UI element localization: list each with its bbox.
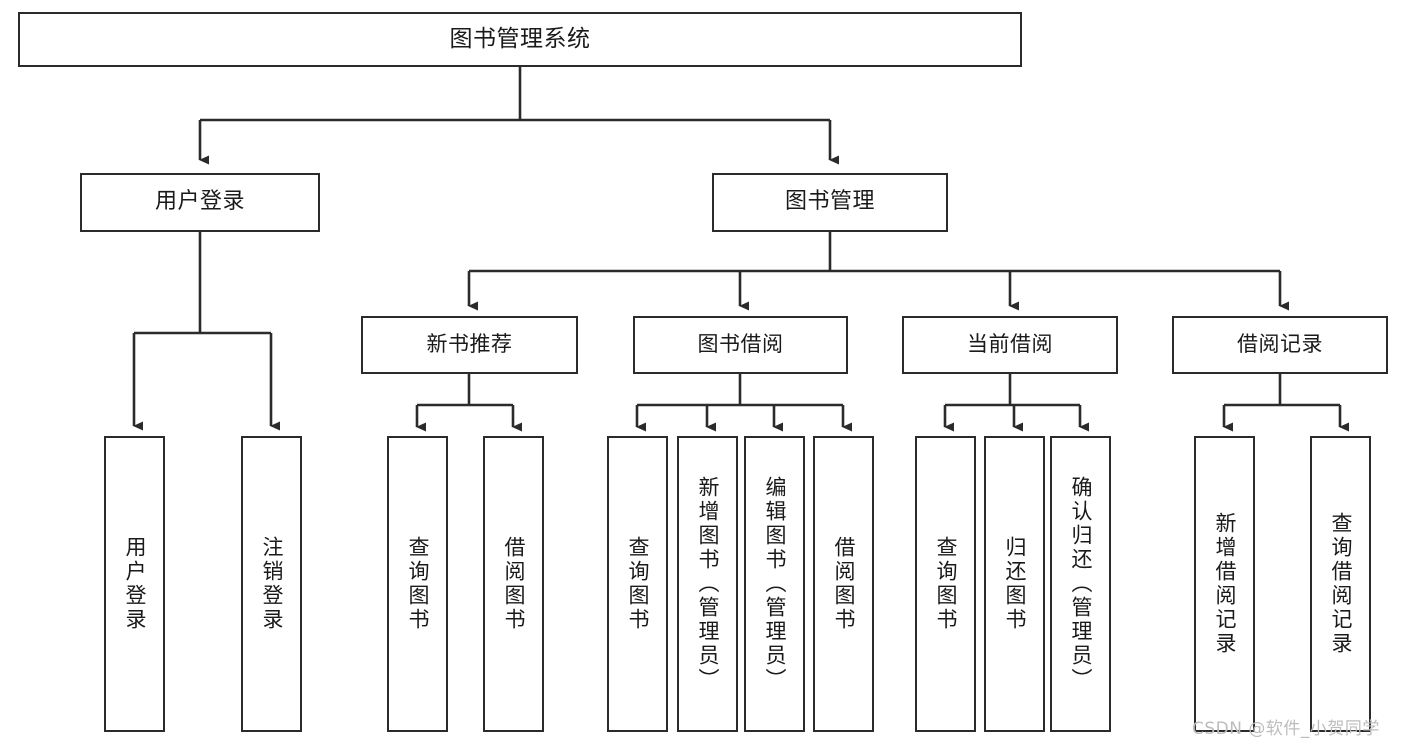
node-leaf-add-book-admin-label: 新增图书（管理员）: [695, 476, 720, 692]
node-book-borrow-label: 图书借阅: [697, 332, 784, 357]
node-new-book-recommend[interactable]: 新书推荐: [361, 316, 578, 374]
node-leaf-query-book-borrow[interactable]: 查询图书: [607, 436, 668, 732]
node-book-borrow[interactable]: 图书借阅: [633, 316, 848, 374]
node-root-label: 图书管理系统: [449, 25, 591, 52]
node-current-borrow[interactable]: 当前借阅: [902, 316, 1118, 374]
node-leaf-add-borrow-record[interactable]: 新增借阅记录: [1194, 436, 1255, 732]
node-leaf-confirm-return-admin-label: 确认归还（管理员）: [1068, 476, 1093, 692]
node-current-borrow-label: 当前借阅: [967, 332, 1053, 357]
node-leaf-borrow-book[interactable]: 借阅图书: [813, 436, 874, 732]
node-leaf-query-book-borrow-label: 查询图书: [625, 536, 650, 632]
node-book-management-label: 图书管理: [784, 189, 875, 215]
node-leaf-query-book-recommend-label: 查询图书: [405, 536, 430, 632]
node-leaf-logout[interactable]: 注销登录: [241, 436, 302, 732]
node-book-management[interactable]: 图书管理: [712, 173, 948, 232]
node-leaf-edit-book-admin-label: 编辑图书（管理员）: [762, 476, 787, 692]
node-borrow-record[interactable]: 借阅记录: [1172, 316, 1388, 374]
node-borrow-record-label: 借阅记录: [1237, 332, 1323, 357]
node-leaf-edit-book-admin[interactable]: 编辑图书（管理员）: [744, 436, 805, 732]
node-leaf-borrow-book-recommend[interactable]: 借阅图书: [483, 436, 544, 732]
node-leaf-borrow-book-label: 借阅图书: [831, 536, 856, 632]
csdn-watermark: CSDN @软件_小贺同学: [1192, 719, 1380, 739]
node-leaf-return-book-label: 归还图书: [1002, 536, 1027, 632]
node-leaf-query-borrow-record-label: 查询借阅记录: [1328, 512, 1353, 656]
node-leaf-user-login-label: 用户登录: [122, 536, 147, 632]
node-leaf-user-login[interactable]: 用户登录: [104, 436, 165, 732]
node-leaf-query-book-current-label: 查询图书: [933, 536, 958, 632]
node-leaf-return-book[interactable]: 归还图书: [984, 436, 1045, 732]
node-leaf-query-borrow-record[interactable]: 查询借阅记录: [1310, 436, 1371, 732]
node-user-login-label: 用户登录: [154, 189, 245, 215]
node-new-book-recommend-label: 新书推荐: [426, 332, 513, 357]
node-root-book-management-system[interactable]: 图书管理系统: [18, 12, 1022, 67]
node-user-login[interactable]: 用户登录: [80, 173, 320, 232]
node-leaf-borrow-book-recommend-label: 借阅图书: [501, 536, 526, 632]
node-leaf-add-borrow-record-label: 新增借阅记录: [1212, 512, 1237, 656]
node-leaf-confirm-return-admin[interactable]: 确认归还（管理员）: [1050, 436, 1111, 732]
node-leaf-add-book-admin[interactable]: 新增图书（管理员）: [677, 436, 738, 732]
node-leaf-query-book-current[interactable]: 查询图书: [915, 436, 976, 732]
node-leaf-query-book-recommend[interactable]: 查询图书: [387, 436, 448, 732]
node-leaf-logout-label: 注销登录: [259, 536, 284, 632]
